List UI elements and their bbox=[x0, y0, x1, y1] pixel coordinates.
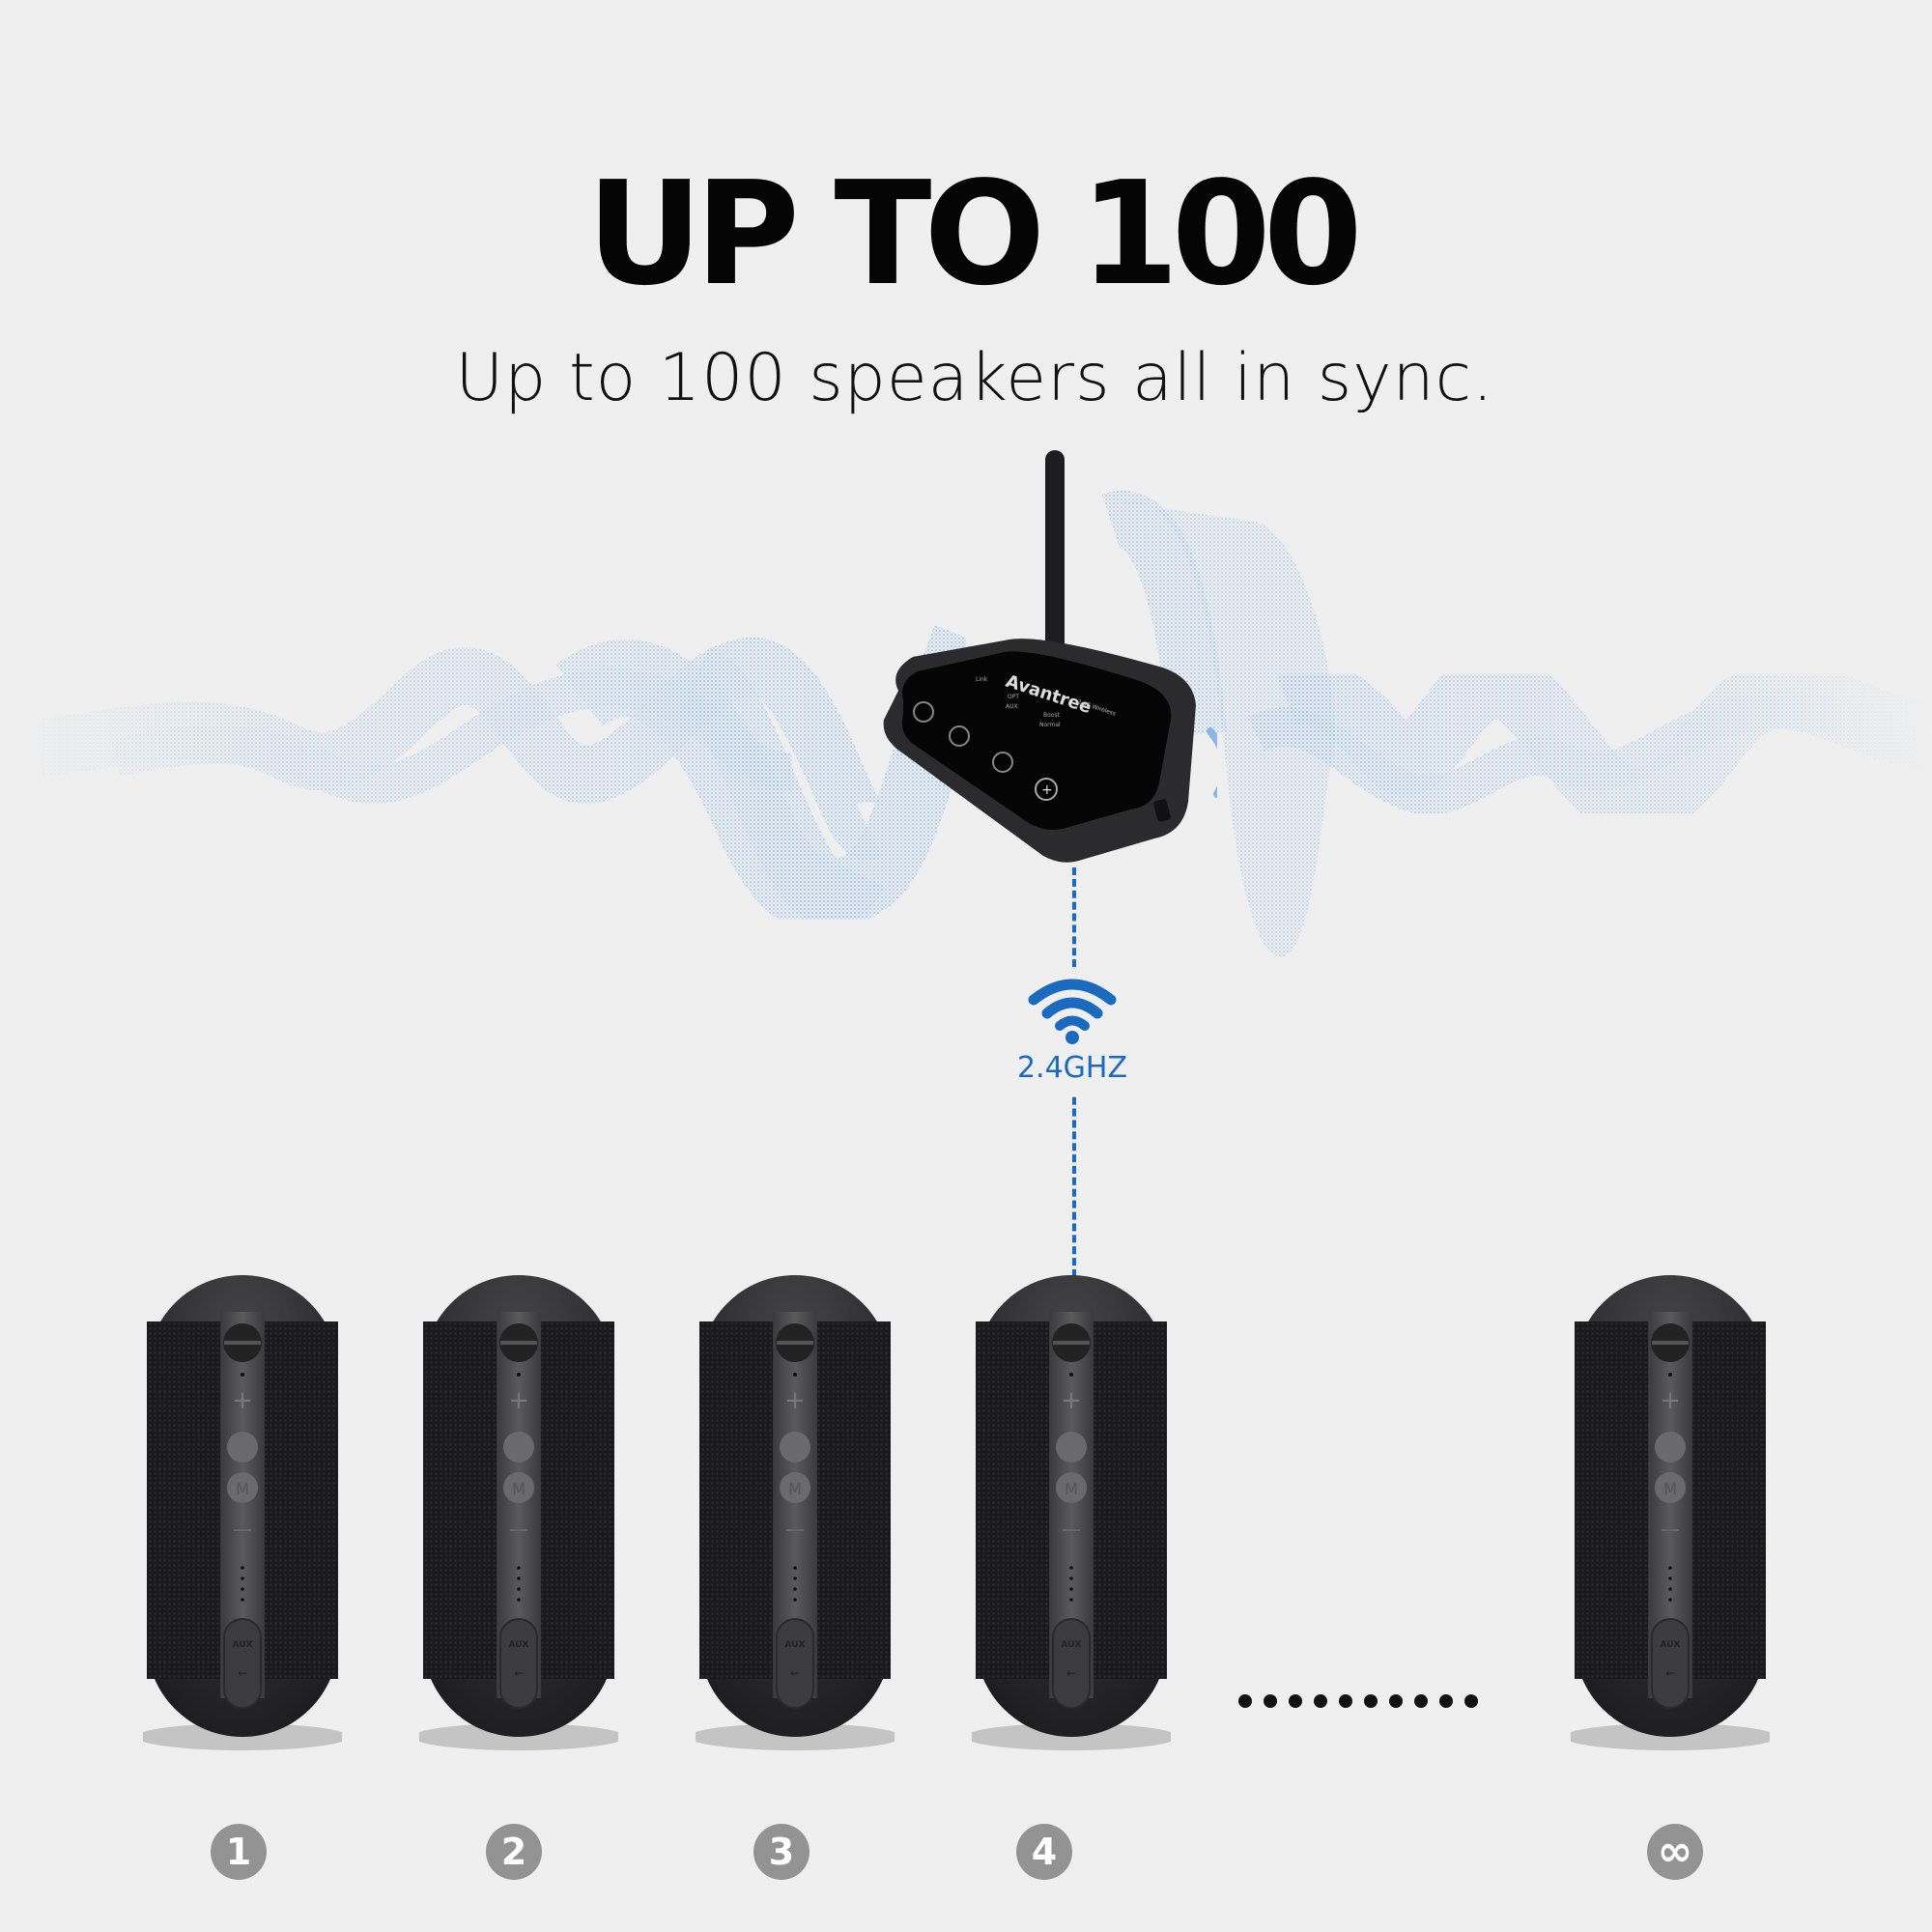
page-headline: UP TO 100 bbox=[586, 151, 1362, 317]
svg-text:Link: Link bbox=[976, 676, 988, 683]
broadcast-arcs-icon bbox=[1207, 727, 1217, 798]
speaker-1: + M AUX ⇜ bbox=[143, 1273, 342, 1756]
svg-text:AUX: AUX bbox=[233, 1640, 253, 1650]
svg-text:OPT: OPT bbox=[1008, 694, 1019, 700]
svg-text:M: M bbox=[236, 1480, 249, 1498]
wifi-icon bbox=[1028, 979, 1117, 1044]
svg-text:AUX: AUX bbox=[785, 1640, 806, 1650]
svg-text:⇜: ⇜ bbox=[1665, 1666, 1675, 1680]
svg-text:+: + bbox=[1061, 1386, 1082, 1415]
volume-down-button bbox=[992, 752, 1013, 773]
svg-text:⇜: ⇜ bbox=[238, 1666, 247, 1680]
svg-text:+: + bbox=[232, 1386, 253, 1415]
mode-button bbox=[227, 1472, 258, 1503]
speaker-5: + M AUX ⇜ bbox=[1571, 1273, 1770, 1756]
speaker-2: + M AUX ⇜ bbox=[419, 1273, 618, 1756]
svg-text:AUX: AUX bbox=[1661, 1640, 1681, 1650]
source-button bbox=[949, 725, 970, 747]
infinity-badge: ∞ bbox=[1647, 1824, 1703, 1880]
mode-button bbox=[503, 1472, 534, 1503]
svg-text:⇜: ⇜ bbox=[790, 1666, 800, 1680]
svg-text:+: + bbox=[1660, 1386, 1681, 1415]
svg-text:⇜: ⇜ bbox=[1066, 1666, 1076, 1680]
svg-text:M: M bbox=[788, 1480, 802, 1498]
svg-text:M: M bbox=[512, 1480, 526, 1498]
svg-text:+: + bbox=[784, 1386, 806, 1415]
svg-text:Boost: Boost bbox=[1043, 712, 1061, 719]
svg-text:M: M bbox=[1663, 1480, 1677, 1498]
port-cover bbox=[776, 1618, 814, 1709]
page-subheadline: Up to 100 speakers all in sync. bbox=[455, 340, 1494, 416]
svg-text:AUX: AUX bbox=[1062, 1640, 1082, 1650]
speaker-4: + M AUX ⇜ bbox=[972, 1273, 1171, 1756]
speaker-number-badge: 3 bbox=[753, 1824, 810, 1880]
speaker-number-badge: 4 bbox=[1016, 1824, 1072, 1880]
more-speakers-ellipsis bbox=[1238, 1694, 1478, 1708]
svg-text:AUX: AUX bbox=[1006, 703, 1018, 710]
speaker-number-badge: 2 bbox=[486, 1824, 542, 1880]
sound-wave-graphic bbox=[34, 491, 1932, 957]
mode-button bbox=[1655, 1472, 1686, 1503]
frequency-label: 2.4GHZ bbox=[1016, 1051, 1128, 1085]
speaker-number-badge: 1 bbox=[211, 1824, 267, 1880]
power-button bbox=[780, 1432, 810, 1463]
mode-button bbox=[1056, 1472, 1087, 1503]
antenna bbox=[1045, 450, 1065, 672]
port-cover bbox=[1052, 1618, 1091, 1709]
svg-text:AUX: AUX bbox=[509, 1640, 529, 1650]
power-button bbox=[1056, 1432, 1087, 1463]
power-button bbox=[503, 1432, 534, 1463]
mode-button bbox=[780, 1472, 810, 1503]
port-cover bbox=[499, 1618, 538, 1709]
power-button bbox=[227, 1432, 258, 1463]
svg-text:Normal: Normal bbox=[1039, 722, 1061, 728]
svg-text:⇜: ⇜ bbox=[514, 1666, 524, 1680]
transmitter-device: + Avantree 2.4G Wireless Link OPT AUX Bo… bbox=[883, 450, 1217, 863]
power-button bbox=[1655, 1432, 1686, 1463]
connection-indicator: 2.4GHZ bbox=[995, 971, 1150, 1094]
volume-up-button bbox=[1035, 778, 1058, 801]
speaker-3: + M AUX ⇜ bbox=[696, 1273, 895, 1756]
link-button bbox=[913, 701, 934, 723]
svg-text:+: + bbox=[508, 1386, 529, 1415]
port-cover bbox=[1651, 1618, 1690, 1709]
svg-text:M: M bbox=[1065, 1480, 1078, 1498]
port-cover bbox=[223, 1618, 262, 1709]
svg-text:+: + bbox=[1041, 782, 1053, 798]
